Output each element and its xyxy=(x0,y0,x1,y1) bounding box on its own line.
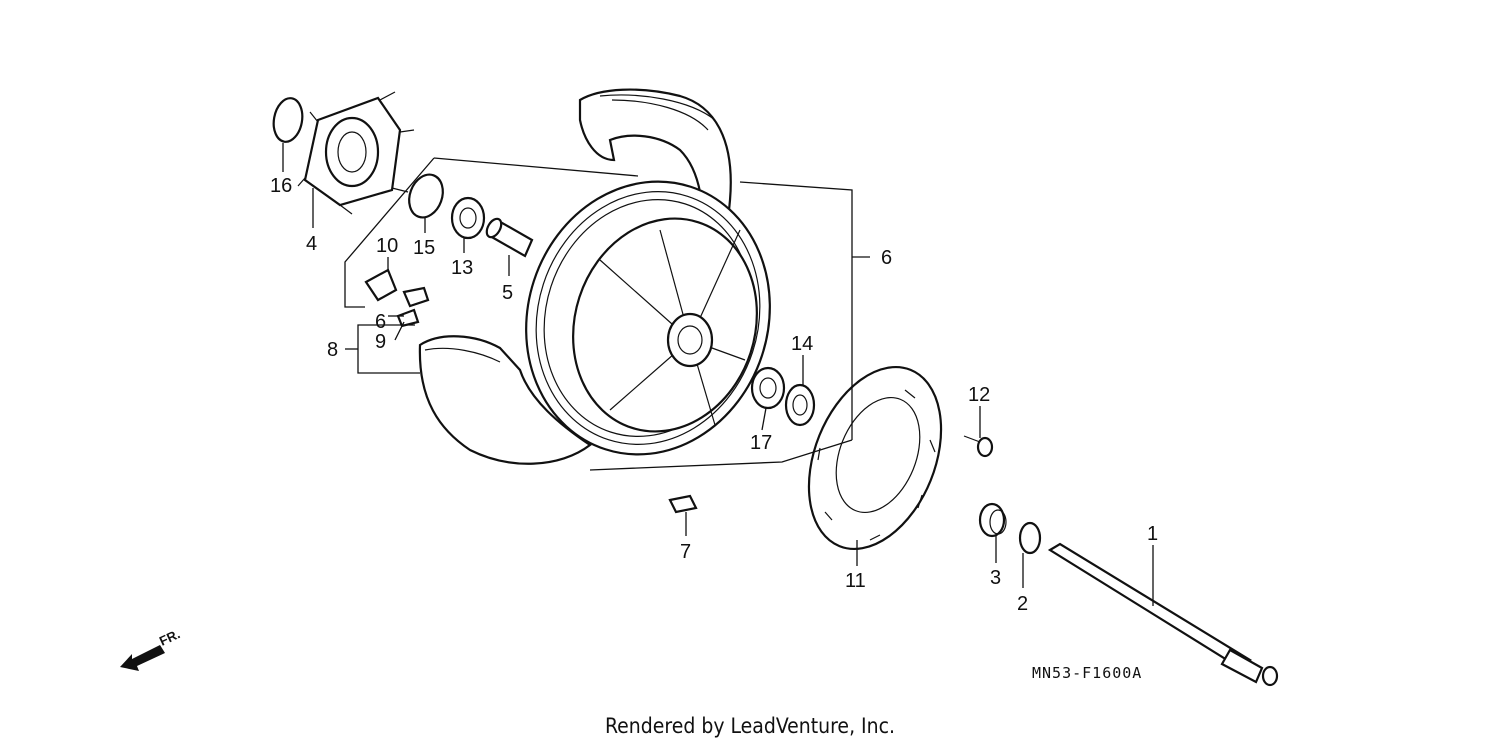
callout-10: 10 xyxy=(376,235,398,257)
callout-4: 4 xyxy=(306,233,317,255)
callout-3: 3 xyxy=(990,567,1001,589)
oil-seal-14 xyxy=(784,383,816,427)
rear-axle-1 xyxy=(1047,542,1279,687)
callout-16: 16 xyxy=(270,175,292,197)
callout-6-wheel: 6 xyxy=(881,247,892,269)
drawing-code: MN53-F1600A xyxy=(1032,664,1142,682)
o-ring-16 xyxy=(272,97,304,143)
assembly-bracket-6 xyxy=(344,157,870,471)
callout-9: 9 xyxy=(375,331,386,353)
bearing-17 xyxy=(750,366,786,410)
bearing-13 xyxy=(450,196,486,240)
front-direction-label: FR. xyxy=(157,626,182,648)
front-direction-arrow-icon: FR. xyxy=(120,626,182,671)
callout-7: 7 xyxy=(680,541,691,563)
leader-lines xyxy=(282,143,1154,606)
callout-labels: 1 2 3 4 5 6 6 7 8 9 10 11 12 13 14 15 16… xyxy=(270,175,1158,615)
clip-7 xyxy=(668,494,698,514)
callout-5: 5 xyxy=(502,282,513,304)
callout-11: 11 xyxy=(845,570,866,592)
distance-collar-5 xyxy=(485,217,534,258)
footer-credit: Rendered by LeadVenture, Inc. xyxy=(605,714,895,738)
callout-15: 15 xyxy=(413,237,435,259)
tire-lower-half xyxy=(418,335,592,465)
callout-6-valve: 6 xyxy=(375,311,386,333)
callout-1: 1 xyxy=(1147,523,1158,545)
assembly-bracket-8 xyxy=(345,324,420,374)
valve-assembly xyxy=(364,268,430,328)
callout-2: 2 xyxy=(1017,593,1028,615)
o-ring-15 xyxy=(408,173,444,219)
callout-8: 8 xyxy=(327,339,338,361)
side-collar-3 xyxy=(978,502,1007,538)
disc-bolt-12 xyxy=(963,435,994,458)
callout-14: 14 xyxy=(791,333,813,355)
callout-13: 13 xyxy=(451,257,473,279)
hub-flange xyxy=(297,91,415,215)
callout-12: 12 xyxy=(968,384,990,406)
brake-disc xyxy=(807,365,943,551)
washer-2 xyxy=(1018,521,1042,555)
rear-wheel-rim xyxy=(525,180,771,456)
callout-17: 17 xyxy=(750,432,772,454)
